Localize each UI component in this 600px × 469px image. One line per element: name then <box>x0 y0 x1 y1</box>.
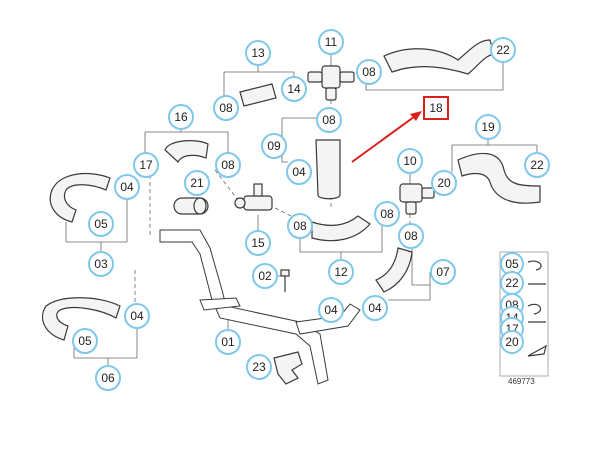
callout-10[interactable]: 10 <box>397 148 423 174</box>
svg-text:04: 04 <box>324 303 338 317</box>
parts <box>42 39 541 385</box>
callout-16[interactable]: 16 <box>168 104 194 130</box>
svg-text:08: 08 <box>219 101 233 115</box>
svg-text:20: 20 <box>437 176 451 190</box>
svg-text:04: 04 <box>368 301 382 315</box>
callout-20[interactable]: 20 <box>431 170 457 196</box>
callout-02[interactable]: 02 <box>252 263 278 289</box>
callout-08-left[interactable]: 08 <box>215 152 241 178</box>
svg-text:05: 05 <box>78 334 92 348</box>
callout-08-hose12-left[interactable]: 08 <box>287 213 313 239</box>
svg-text:07: 07 <box>436 265 450 279</box>
svg-text:08: 08 <box>404 229 418 243</box>
callout-11[interactable]: 11 <box>318 29 344 55</box>
cross-connector-11-shape <box>307 65 355 101</box>
callout-14[interactable]: 14 <box>281 76 307 102</box>
callout-12[interactable]: 12 <box>328 259 354 285</box>
svg-text:08: 08 <box>293 219 307 233</box>
hose-06-shape <box>42 297 121 341</box>
svg-text:02: 02 <box>258 269 272 283</box>
callout-09[interactable]: 09 <box>261 133 287 159</box>
sleeve-21-shape <box>173 197 209 215</box>
svg-text:12: 12 <box>334 265 348 279</box>
svg-text:04: 04 <box>120 180 134 194</box>
callout-23[interactable]: 23 <box>246 354 272 380</box>
callout-08-hose13[interactable]: 08 <box>213 95 239 121</box>
svg-text:01: 01 <box>221 335 235 349</box>
svg-text:22: 22 <box>530 158 544 172</box>
svg-text:17: 17 <box>139 158 153 172</box>
callout-22-top[interactable]: 22 <box>490 37 516 63</box>
callout-06[interactable]: 06 <box>95 365 121 391</box>
svg-text:11: 11 <box>325 35 338 49</box>
hose-22-top-shape <box>383 39 495 75</box>
svg-text:15: 15 <box>251 236 265 250</box>
svg-text:08: 08 <box>221 158 235 172</box>
svg-text:21: 21 <box>190 176 204 190</box>
svg-text:04: 04 <box>130 309 144 323</box>
svg-text:16: 16 <box>174 110 188 124</box>
hose-19-shape <box>457 152 541 204</box>
callout-17[interactable]: 17 <box>133 152 159 178</box>
callout-04-hose06[interactable]: 04 <box>124 303 150 329</box>
callout-08-hose07[interactable]: 08 <box>398 223 424 249</box>
callout-04-hose07[interactable]: 04 <box>362 295 388 321</box>
highlight-arrow <box>351 111 422 163</box>
valve-10-shape <box>399 183 435 215</box>
svg-text:09: 09 <box>267 139 281 153</box>
hose-09-shape <box>315 139 341 200</box>
callout-04-center-lower[interactable]: 04 <box>318 297 344 323</box>
callout-01[interactable]: 01 <box>215 329 241 355</box>
callout-07[interactable]: 07 <box>430 259 456 285</box>
svg-text:08: 08 <box>322 113 336 127</box>
svg-text:08: 08 <box>380 207 394 221</box>
bolt-02-shape <box>280 269 290 292</box>
callout-03[interactable]: 03 <box>88 251 114 277</box>
svg-text:22: 22 <box>496 43 510 57</box>
svg-text:03: 03 <box>94 257 108 271</box>
hose-03-shape <box>49 172 111 223</box>
callout-19[interactable]: 19 <box>475 114 501 140</box>
callout-13[interactable]: 13 <box>245 40 271 66</box>
callout-05-hose03[interactable]: 05 <box>88 211 114 237</box>
hose-16-shape <box>164 140 209 163</box>
highlighted-part-label[interactable]: 18 <box>423 96 449 120</box>
highlighted-part-number: 18 <box>429 101 443 115</box>
svg-text:05: 05 <box>505 257 519 271</box>
svg-text:20: 20 <box>505 335 519 349</box>
bracket-23-shape <box>273 351 303 385</box>
callout-05-hose06[interactable]: 05 <box>72 328 98 354</box>
svg-text:19: 19 <box>481 120 495 134</box>
svg-text:05: 05 <box>94 217 108 231</box>
svg-text:10: 10 <box>403 154 417 168</box>
callout-04-hose03[interactable]: 04 <box>114 174 140 200</box>
callout-08-top[interactable]: 08 <box>356 59 382 85</box>
callouts: 13 11 22 08 14 08 16 08 09 04 17 08 19 1… <box>72 29 550 391</box>
callout-15[interactable]: 15 <box>245 230 271 256</box>
hose-12-shape <box>311 215 371 242</box>
svg-text:22: 22 <box>505 276 519 290</box>
connector-15-shape <box>234 183 273 211</box>
callout-04-center[interactable]: 04 <box>286 159 312 185</box>
callout-08-hose12-right[interactable]: 08 <box>374 201 400 227</box>
reference-number: 469773 <box>508 377 535 386</box>
legend-item-22[interactable]: 22 <box>500 271 524 295</box>
hose-13-shape <box>239 83 277 107</box>
callout-22-right[interactable]: 22 <box>524 152 550 178</box>
svg-text:08: 08 <box>362 65 376 79</box>
hose-07-shape <box>375 247 413 293</box>
svg-text:13: 13 <box>251 46 265 60</box>
svg-text:23: 23 <box>252 360 266 374</box>
svg-text:04: 04 <box>292 165 306 179</box>
legend-item-20[interactable]: 20 <box>500 330 524 354</box>
svg-text:06: 06 <box>101 371 115 385</box>
callout-21[interactable]: 21 <box>184 170 210 196</box>
svg-text:14: 14 <box>287 82 301 96</box>
callout-08-center[interactable]: 08 <box>316 107 342 133</box>
